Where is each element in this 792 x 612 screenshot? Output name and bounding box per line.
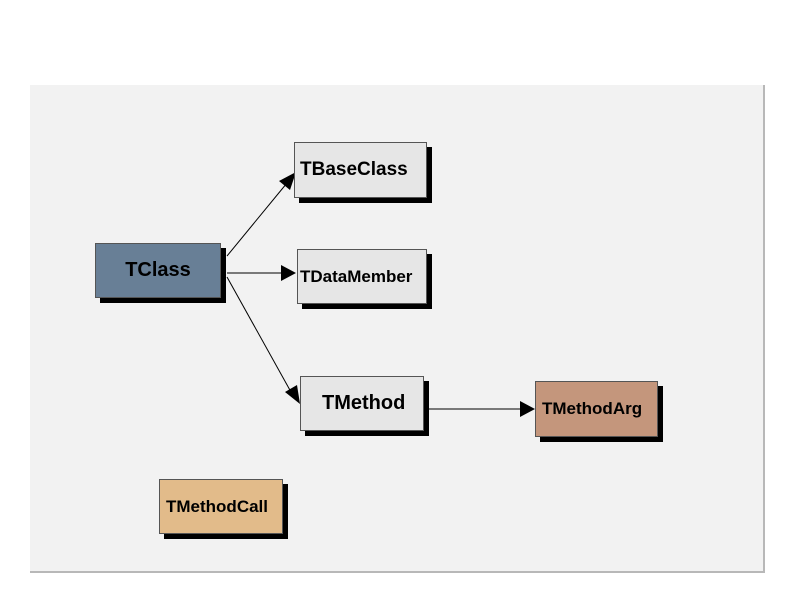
edge-tmethod-tmethodarg (426, 401, 535, 417)
node-tmethod-label: TMethod (322, 392, 406, 414)
node-tmethodarg[interactable]: TMethodArg (535, 381, 658, 437)
node-tdatamember[interactable]: TDataMember (297, 249, 427, 304)
edge-tclass-tmethod (226, 276, 300, 404)
node-tclass[interactable]: TClass (95, 243, 221, 298)
node-tbaseclass-label: TBaseClass (300, 159, 408, 180)
node-tbaseclass[interactable]: TBaseClass (294, 142, 427, 198)
node-tclass-label: TClass (125, 259, 191, 281)
node-tmethodcall-label: TMethodCall (166, 496, 268, 516)
node-tmethod[interactable]: TMethod (300, 376, 424, 431)
node-tmethodarg-label: TMethodArg (542, 399, 643, 418)
node-tdatamember-label: TDataMember (300, 266, 413, 286)
node-tmethodcall[interactable]: TMethodCall (159, 479, 283, 534)
edge-tclass-tbaseclass (226, 172, 296, 257)
edge-tclass-tdatamember (227, 265, 296, 281)
